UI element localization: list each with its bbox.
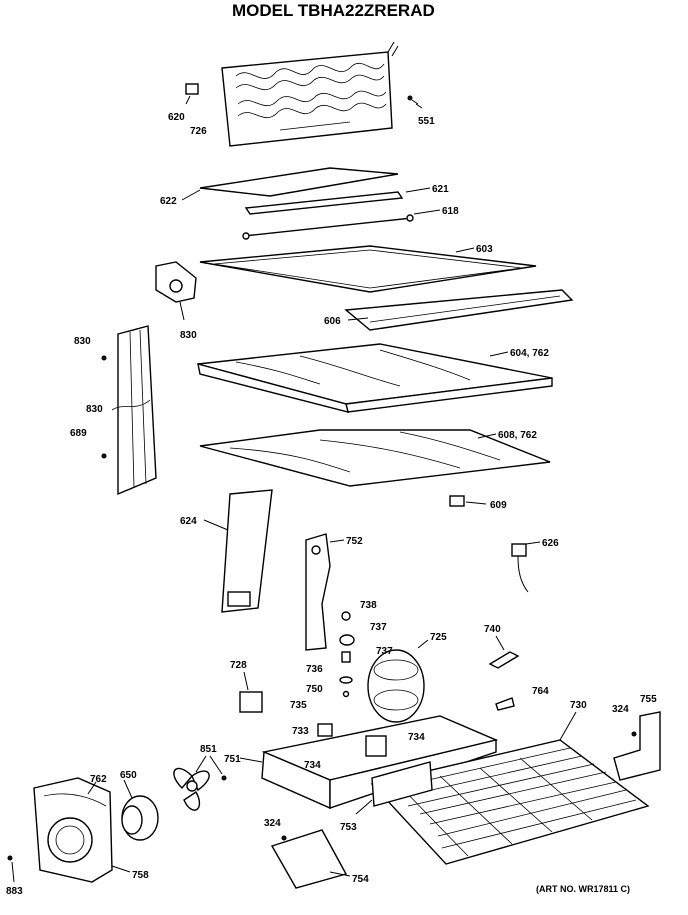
- label-608-762: 608, 762: [498, 430, 537, 441]
- part-551-screw: [407, 95, 423, 109]
- part-626-cord: [511, 541, 541, 593]
- evaporator-coil: [221, 41, 399, 147]
- label-734-right: 734: [408, 732, 425, 743]
- label-758: 758: [132, 870, 149, 881]
- part-728-relay: [239, 671, 263, 713]
- label-754: 754: [352, 874, 369, 885]
- label-624: 624: [180, 516, 197, 527]
- label-750: 750: [306, 684, 323, 695]
- label-609: 609: [490, 500, 507, 511]
- label-751: 751: [224, 754, 241, 765]
- label-650: 650: [120, 770, 137, 781]
- part-851-fan-blade: [173, 755, 227, 811]
- part-618-rod: [242, 209, 441, 240]
- label-740: 740: [484, 624, 501, 635]
- part-609-clip: [449, 495, 487, 507]
- label-753: 753: [340, 822, 357, 833]
- part-830-channel: [101, 325, 157, 496]
- part-622-cover: [181, 167, 399, 201]
- part-620-clip: [185, 83, 199, 105]
- label-622: 622: [160, 196, 177, 207]
- label-736: 736: [306, 664, 323, 675]
- label-621: 621: [432, 184, 449, 195]
- part-753-channel: [355, 761, 433, 815]
- label-730: 730: [570, 700, 587, 711]
- label-604-762: 604, 762: [510, 348, 549, 359]
- label-738: 738: [360, 600, 377, 611]
- label-851: 851: [200, 744, 217, 755]
- label-620: 620: [168, 112, 185, 123]
- label-551: 551: [418, 116, 435, 127]
- part-883-screw: [7, 855, 15, 883]
- label-606: 606: [324, 316, 341, 327]
- part-830-damper: [155, 261, 197, 321]
- art-number: (ART NO. WR17811 C): [536, 884, 630, 894]
- label-755: 755: [640, 694, 657, 705]
- label-883: 883: [6, 886, 23, 897]
- part-730-condenser: [370, 711, 650, 865]
- label-689: 689: [70, 428, 87, 439]
- label-735: 735: [290, 700, 307, 711]
- label-603: 603: [476, 244, 493, 255]
- label-726: 726: [190, 126, 207, 137]
- part-603-shelf: [199, 245, 537, 293]
- label-830-damper: 830: [180, 330, 197, 341]
- label-737-lower: 737: [376, 646, 393, 657]
- label-764: 764: [532, 686, 549, 697]
- label-830-mid: 830: [86, 404, 103, 415]
- label-618: 618: [442, 206, 459, 217]
- part-764-clip: [495, 697, 515, 711]
- part-758-shroud: [33, 777, 131, 883]
- label-734-left: 734: [304, 760, 321, 771]
- label-324-bottom: 324: [264, 818, 281, 829]
- part-621-rail: [244, 187, 431, 215]
- label-324-right: 324: [612, 704, 629, 715]
- part-labels: 620 726 551 622 621 618 603 830 606 830 …: [6, 112, 657, 897]
- label-737-upper: 737: [370, 622, 387, 633]
- part-725-compressor: [367, 639, 429, 723]
- label-725: 725: [430, 632, 447, 643]
- part-650-fan-motor: [121, 779, 159, 841]
- part-608-panel: [199, 429, 551, 487]
- part-755-bracket: [613, 711, 661, 781]
- diagram-title: MODEL TBHA22ZRERAD: [232, 1, 435, 20]
- part-754-bracket: [270, 829, 351, 889]
- part-740-bracket: [488, 635, 520, 669]
- label-733: 733: [292, 726, 309, 737]
- label-830-top: 830: [74, 336, 91, 347]
- part-624-duct: [203, 489, 273, 613]
- part-606-strip: [344, 289, 574, 331]
- label-728: 728: [230, 660, 247, 671]
- label-762: 762: [90, 774, 107, 785]
- part-752-bracket: [305, 533, 345, 651]
- label-626: 626: [542, 538, 559, 549]
- compressor-grommets: [339, 611, 355, 698]
- part-604-panel: [197, 343, 553, 413]
- label-752: 752: [346, 536, 363, 547]
